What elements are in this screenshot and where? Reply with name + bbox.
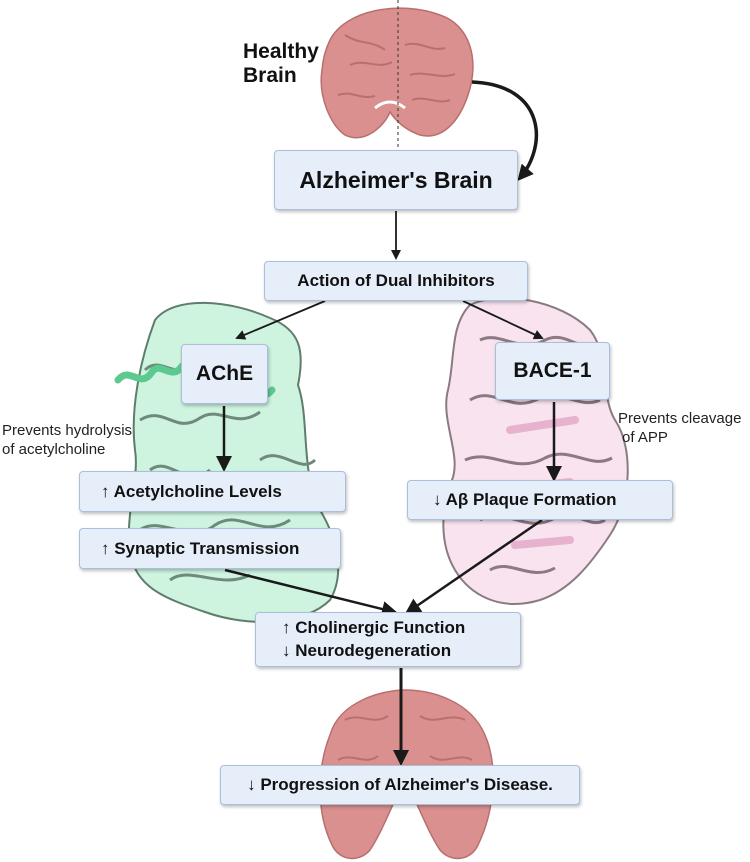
ache-box: AChE bbox=[181, 344, 268, 404]
healthy-brain-icon bbox=[320, 0, 474, 150]
cholinergic-function-label: ↑ Cholinergic Function bbox=[282, 618, 466, 638]
bace1-mechanism-note: Prevents cleavage of APP bbox=[618, 410, 741, 448]
alzheimers-brain-label: Alzheimer's Brain bbox=[299, 166, 493, 193]
ache-label: AChE bbox=[195, 362, 254, 385]
bace1-box: BACE-1 bbox=[495, 342, 610, 400]
combined-effect-box: ↑ Cholinergic Function ↓ Neurodegenerati… bbox=[255, 612, 521, 667]
disease-progression-box: ↓ Progression of Alzheimer's Disease. bbox=[220, 765, 580, 805]
synaptic-transmission-box: ↑ Synaptic Transmission bbox=[79, 528, 341, 569]
synaptic-transmission-label: ↑ Synaptic Transmission bbox=[101, 538, 300, 558]
acetylcholine-levels-box: ↑ Acetylcholine Levels bbox=[79, 471, 346, 512]
neurodegeneration-label: ↓ Neurodegeneration bbox=[282, 640, 452, 660]
acetylcholine-levels-label: ↑ Acetylcholine Levels bbox=[101, 481, 282, 501]
ache-note-line1: Prevents hydrolysis bbox=[2, 422, 133, 439]
ache-note-line2: of acetylcholine bbox=[2, 440, 106, 458]
alzheimers-brain-box: Alzheimer's Brain bbox=[274, 150, 518, 210]
bace1-label: BACE-1 bbox=[513, 359, 592, 382]
dual-inhibitors-label: Action of Dual Inhibitors bbox=[297, 271, 495, 290]
plaque-formation-label: ↓ Aβ Plaque Formation bbox=[433, 490, 617, 509]
ache-mechanism-note: Prevents hydrolysis of acetylcholine bbox=[2, 422, 132, 460]
dual-inhibitors-box: Action of Dual Inhibitors bbox=[264, 261, 528, 301]
plaque-formation-box: ↓ Aβ Plaque Formation bbox=[407, 480, 673, 520]
bace1-note-line2: of APP bbox=[622, 428, 668, 446]
bace1-note-line1: Prevents cleavage bbox=[618, 410, 742, 427]
disease-progression-label: ↓ Progression of Alzheimer's Disease. bbox=[247, 775, 553, 794]
healthy-brain-label: Healthy Brain bbox=[243, 40, 319, 88]
healthy-brain-label-line1: Healthy bbox=[243, 40, 319, 63]
healthy-brain-label-line2: Brain bbox=[243, 64, 297, 88]
